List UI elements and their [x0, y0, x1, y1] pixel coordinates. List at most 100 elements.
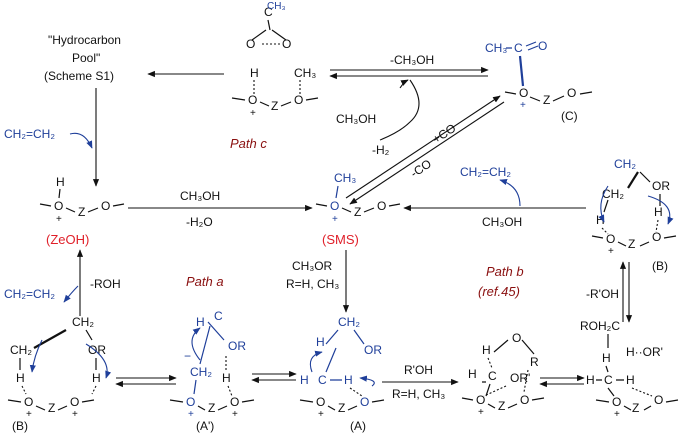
oxygen-label: O — [360, 395, 369, 409]
sms-label: (SMS) — [322, 232, 359, 247]
oxygen-label: O — [519, 86, 528, 100]
methanol-label: CH₃OH — [482, 215, 522, 229]
plus-charge: + — [478, 407, 484, 418]
methyl-label: CH₃ — [334, 171, 356, 185]
sms-species: CH₃ O + Z O (SMS) — [322, 171, 386, 247]
electron-push-arrow — [29, 339, 43, 373]
framework-bonds — [591, 235, 677, 247]
methylene-label: CH₂ — [190, 365, 212, 379]
plus-charge: + — [608, 246, 614, 257]
methanol-curved-arrow-head — [399, 79, 409, 89]
methylene-label: CH₂ — [338, 315, 360, 329]
path-c-label: Path c — [230, 136, 267, 151]
hydrocarbon-pool-label: "Hydrocarbon Pool" (Scheme S1) — [44, 33, 121, 83]
species-c: CH₃ C O O + Z O (C) — [485, 39, 578, 123]
hydrogen-bond — [349, 387, 363, 397]
methanol-label: CH₃OH — [336, 112, 376, 126]
oxygen-label: O — [606, 232, 615, 246]
acyl-wedge-bond — [518, 55, 525, 87]
methylene-label: CH₂ — [72, 315, 94, 329]
oxygen-label: O — [538, 39, 547, 53]
plus-charge: + — [72, 409, 78, 420]
electron-push-arrow — [598, 185, 609, 223]
species-a-label: (A) — [350, 419, 366, 433]
carbon-label: C — [318, 373, 327, 387]
carbon-label: C — [604, 373, 613, 387]
species-a-prime: H C OR − CH₂ H O + Z O + (A') — [184, 309, 246, 433]
hydrogen-bond — [631, 387, 653, 397]
svg-text:(Scheme S1): (Scheme S1) — [44, 69, 114, 83]
path-b-intermediate: H O R H C OR' O + Z O — [468, 331, 539, 418]
framework-bonds — [504, 91, 593, 102]
alkoxy-label: OR — [228, 339, 246, 353]
zeolite-label: Z — [78, 205, 85, 219]
surface-acetate-species: C CH₃ O O H CH₃ O + Z O — [246, 1, 316, 119]
intermediate-bonds — [482, 339, 535, 397]
oxygen-label: O — [101, 199, 110, 213]
hydrogen-label: H — [222, 371, 231, 385]
plus-charge: + — [232, 409, 238, 420]
zeolite-label: Z — [543, 93, 550, 107]
oxygen-label: O — [54, 199, 63, 213]
alkoxy-label: OR — [652, 179, 670, 193]
path-a-label: Path a — [186, 274, 224, 289]
co-back-arrow — [349, 101, 505, 205]
minus-water-label: -H₂O — [186, 215, 213, 229]
hydrogen-bond — [601, 219, 659, 235]
r-definition-label: R=H, CH₃ — [286, 277, 339, 291]
negative-charge: − — [184, 349, 191, 363]
zeolite-label: Z — [48, 401, 55, 415]
species-c-label: (C) — [561, 109, 578, 123]
hydrogen-label: H — [56, 175, 65, 189]
zeoh-species: H O + Z O (ZeOH) — [46, 175, 110, 247]
framework-bonds — [299, 399, 385, 411]
methyl-label: CH₃ — [294, 66, 316, 80]
alkyl-label: R — [530, 355, 539, 369]
minus-co-label: -CO — [408, 157, 434, 181]
bottom-right-species: ROH₂C H··OR' H H C H O + Z O — [580, 319, 663, 420]
hydrogen-label: H — [300, 373, 309, 387]
svg-text:"Hydrocarbon: "Hydrocarbon — [48, 33, 121, 47]
hydrogen-label: H — [602, 351, 611, 365]
species-b-label: (B) — [12, 419, 28, 433]
hydrogen-label: H — [92, 371, 101, 385]
zeolite-label: Z — [628, 237, 635, 251]
alkoxy-label: OR — [88, 343, 106, 357]
minus-h2-label: -H₂ — [372, 143, 390, 157]
co-forward-arrow — [345, 95, 501, 199]
carbon-label: C — [264, 5, 273, 19]
wedge-bond — [627, 171, 639, 189]
zeolite-label: Z — [338, 401, 345, 415]
ethylene-product: CH₂=CH₂ — [460, 165, 511, 179]
minus-roh-label: -ROH — [90, 277, 121, 291]
zeolite-label: Z — [498, 399, 505, 413]
plus-charge: + — [318, 409, 324, 420]
zeolite-label: Z — [208, 401, 215, 415]
methylene-label: CH₂ — [10, 343, 32, 357]
minus-methanol-label: -CH₃OH — [390, 53, 434, 67]
plus-charge: + — [250, 108, 256, 119]
zeolite-label: Z — [354, 205, 361, 219]
ethylene-product: CH₂=CH₂ — [4, 287, 55, 301]
methylene-label: CH₂ — [614, 157, 636, 171]
framework-bonds — [7, 399, 95, 411]
oxygen-label: O — [520, 393, 529, 407]
minus-r-prime-oh-label: -R'OH — [586, 287, 619, 301]
svg-text:Pool": Pool" — [72, 51, 100, 65]
alkoxy-label: OR — [364, 343, 382, 357]
oxygen-label: O — [246, 37, 255, 51]
species-a-bonds — [325, 329, 365, 381]
species-b-bonds — [19, 329, 97, 370]
oxygen-label: O — [294, 93, 303, 107]
species-a-prime-bonds — [193, 321, 225, 395]
carbon-label: C — [214, 309, 223, 323]
species-b-left: CH₂ CH₂ OR H H O + Z O + (B) — [10, 315, 106, 433]
species-b-right: CH₂ CH₂ OR H H O + Z O (B) — [596, 157, 670, 273]
plus-charge: + — [520, 100, 526, 111]
electron-push-arrow — [359, 375, 375, 387]
methanol-curved-arrow — [379, 79, 420, 141]
oxygen-label: O — [230, 395, 239, 409]
hydrogen-label: H — [482, 343, 491, 357]
path-b-label: Path b — [486, 264, 524, 279]
hydrogen-bond — [253, 43, 301, 95]
